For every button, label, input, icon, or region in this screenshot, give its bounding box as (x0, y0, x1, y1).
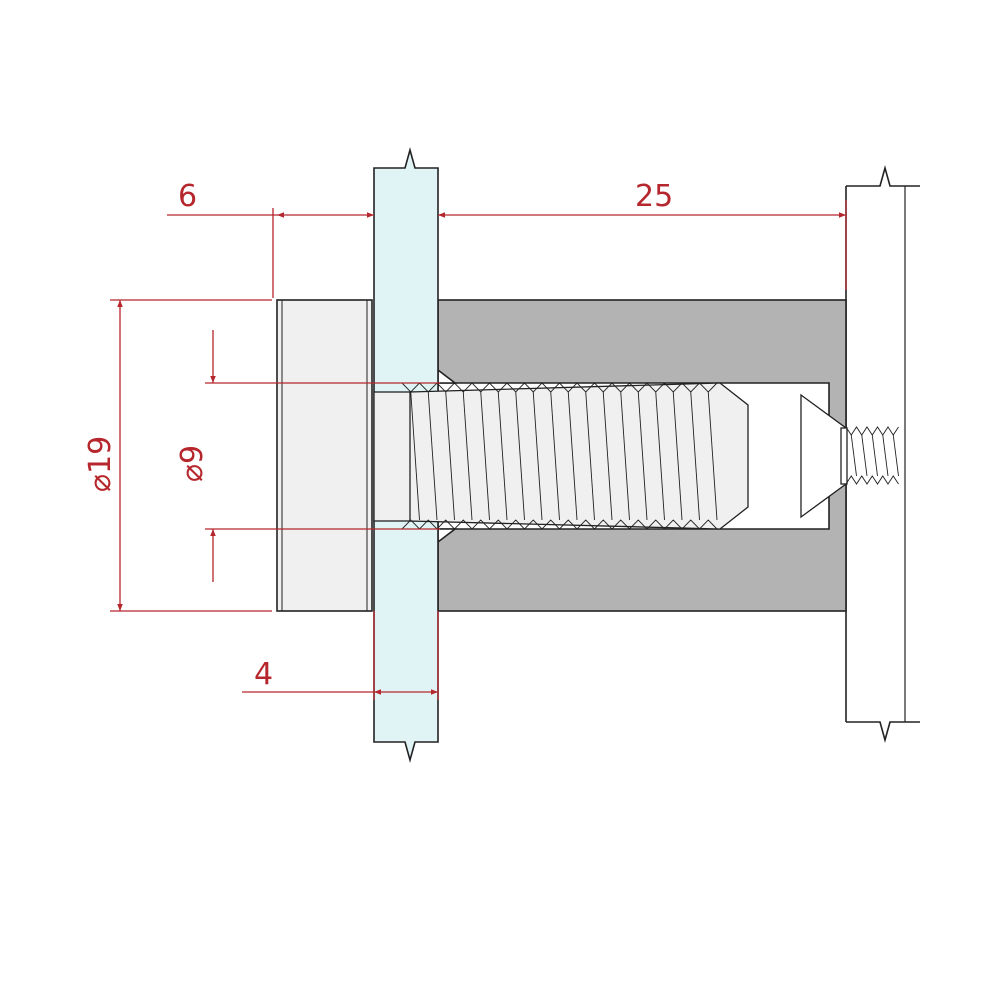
bolt-thread-line (445, 391, 455, 521)
bolt (373, 382, 749, 530)
bolt-thread-line (497, 391, 508, 521)
bolt-thread-line (532, 391, 543, 521)
dim-cap-thickness: 6 (178, 179, 197, 214)
bolt-thread-line (462, 391, 473, 521)
dim-spacer-length: 25 (635, 179, 673, 214)
bolt-thread-line (410, 391, 420, 521)
wall (845, 165, 920, 743)
screw-thread-line (871, 434, 878, 477)
dimension-lines (110, 200, 847, 700)
bolt-thread-line (567, 391, 578, 521)
dim-glass-thickness: 4 (254, 657, 273, 692)
dim-bolt-diameter: ⌀9 (175, 445, 210, 482)
bolt-thread-line (690, 391, 700, 521)
bolt-thread-line (602, 391, 613, 521)
screw-thread-profile (845, 475, 899, 485)
dim-cap-diameter: ⌀19 (83, 436, 118, 492)
bolt-thread-line (637, 391, 648, 521)
bolt-thread-line (480, 391, 490, 521)
bolt-thread-line (620, 391, 630, 521)
screw-thread-profile (845, 426, 899, 436)
screw-thread-line (892, 434, 899, 477)
bolt-thread-line (707, 391, 718, 521)
screw-thread-line (850, 434, 857, 477)
bolt-thread-line (515, 391, 525, 521)
bolt-thread-line (550, 391, 560, 521)
bolt-thread-profile (401, 382, 718, 393)
bolt-thread-line (672, 391, 683, 521)
countersunk-screw (800, 393, 899, 519)
bolt-thread-profile (401, 519, 718, 530)
bolt-thread-line (585, 391, 595, 521)
screw-thread-line (861, 434, 868, 477)
bolt-thread-line (655, 391, 665, 521)
cap (276, 299, 373, 612)
screw-thread-line (882, 434, 889, 477)
bolt-thread-line (427, 391, 438, 521)
